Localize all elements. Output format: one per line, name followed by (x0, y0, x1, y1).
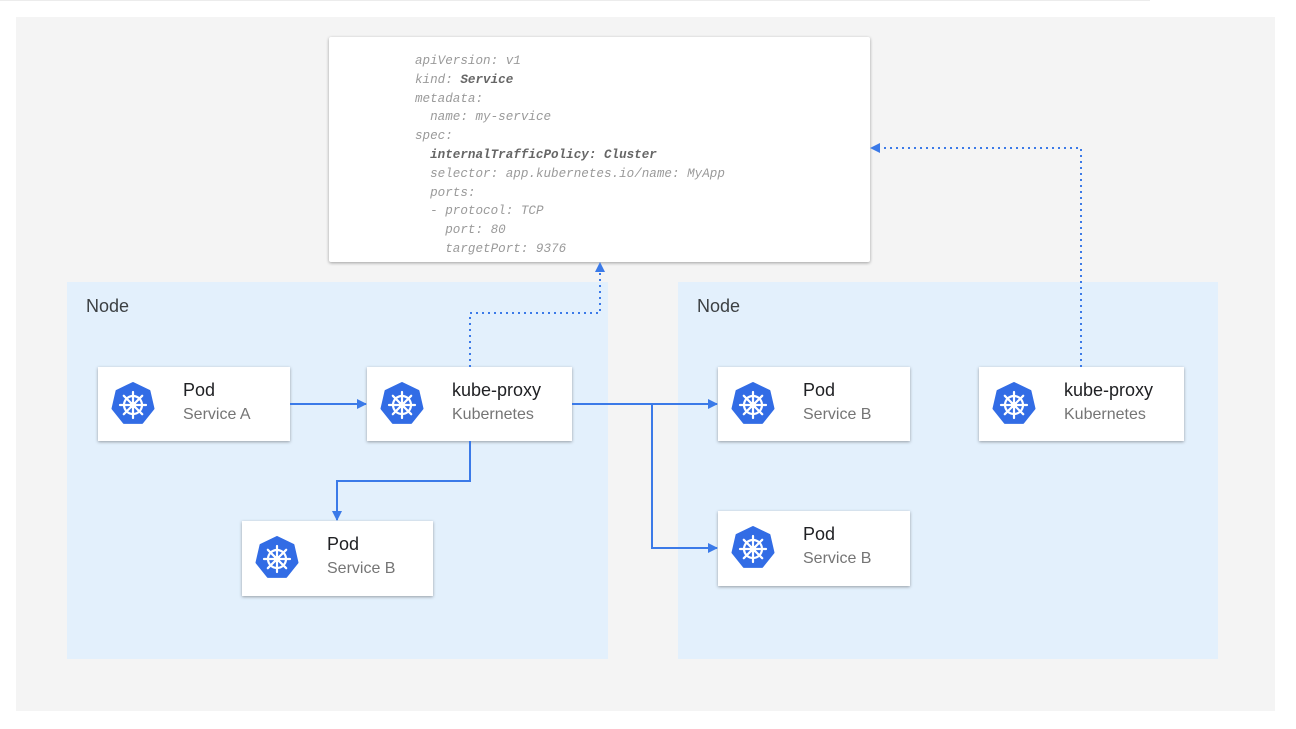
arrow-proxy-to-podb-right-2 (652, 404, 717, 548)
dotted-arrow-proxy-left-to-service (470, 263, 600, 367)
dotted-arrow-proxy-right-to-service (871, 148, 1081, 367)
arrow-proxy-to-podb-left (337, 441, 470, 520)
